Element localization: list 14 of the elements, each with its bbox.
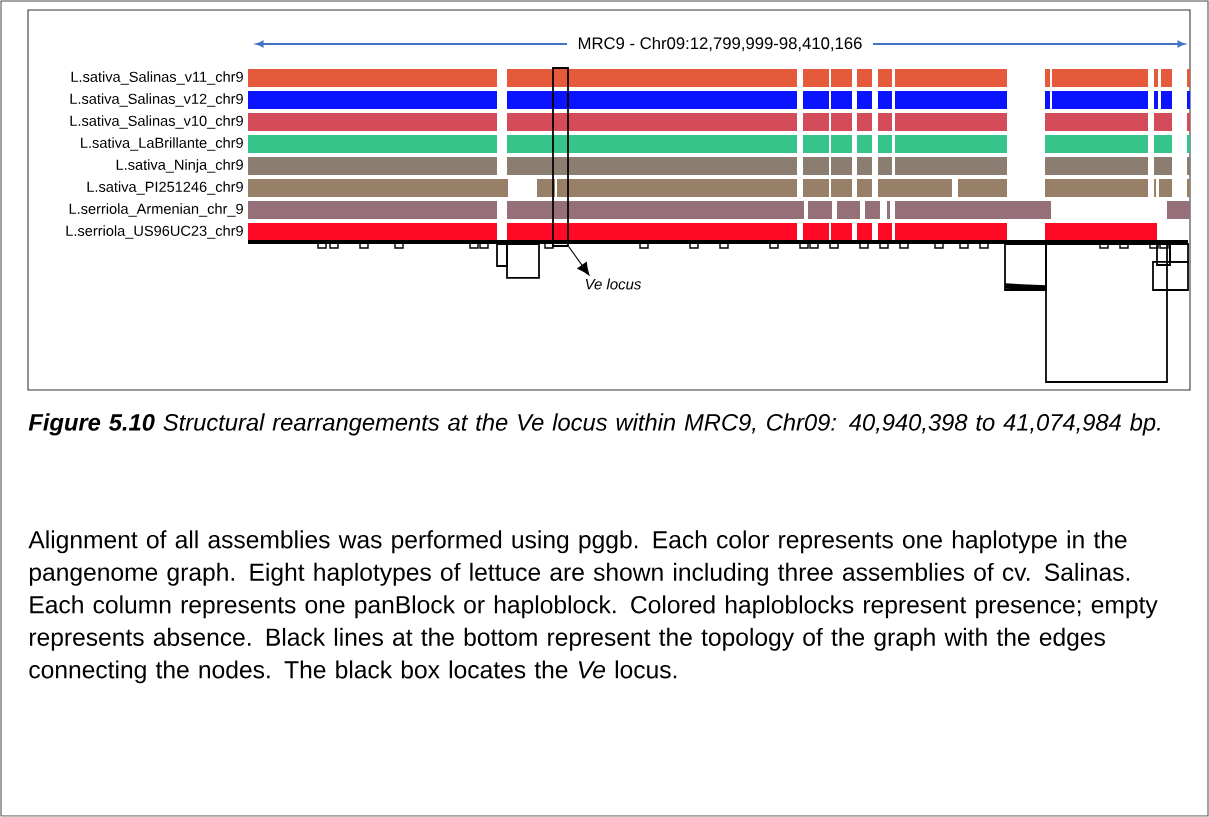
locus-label: Ve locus xyxy=(585,278,642,290)
track-label: L.sativa_Salinas_v11_chr9 xyxy=(71,71,243,85)
track-label: L.sativa_Ninja_chr9 xyxy=(116,159,243,173)
figure-caption: Figure 5.10 Structural rearrangements at the Ve locus within MRC9, Chr09: 40,940,398 to 41,074,984 bp. xyxy=(28,413,1160,436)
description-paragraph: Alignment of all assemblies was performed using pggb. Each color represents one haplotype in the pangenome graph. Eight haplotypes of lettuce are shown including three assemblies of cv. Salinas. Each column represents one panBlock or haploblock. Colored haploblocks represent presence; empty represents absence. Black lines at the bottom represent the topology of the graph with the edges connecting the nodes. The black box locates the Ve locus. xyxy=(28,530,1158,684)
track-label: L.sativa_PI251246_chr9 xyxy=(87,181,243,195)
arrow xyxy=(568,246,590,276)
locus-box xyxy=(552,67,569,247)
track-label: L.serriola_US96UC23_chr9 xyxy=(66,225,243,239)
track-label: L.serriola_Armenian_chr_9 xyxy=(69,203,243,217)
track-label: L.sativa_Salinas_v10_chr9 xyxy=(70,115,243,129)
track-label: L.sativa_Salinas_v12_chr9 xyxy=(70,93,243,107)
axis-label: MRC9 - Chr09:12,799,999-98,410,166 xyxy=(578,36,862,52)
track-label: L.sativa_LaBrillante_chr9 xyxy=(81,137,243,151)
